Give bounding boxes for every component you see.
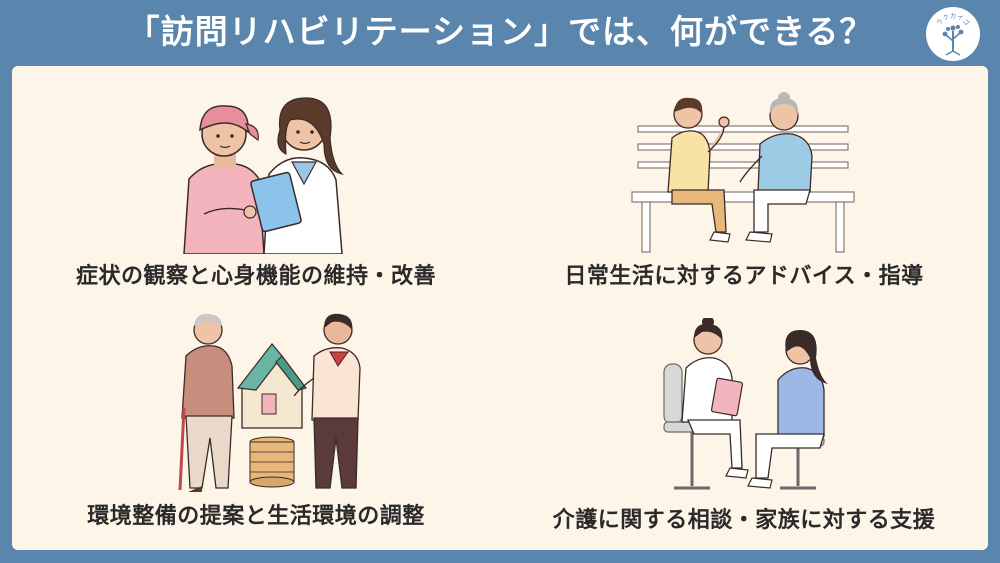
content-panel: 症状の観察と心身機能の維持・改善 xyxy=(12,66,988,550)
item-caption: 介護に関する相談・家族に対する支援 xyxy=(552,508,936,533)
item-caption: 症状の観察と心身機能の維持・改善 xyxy=(75,264,436,289)
family-counseling-illustration xyxy=(663,318,828,490)
page-title: 「訪問リハビリテーション」では、何ができる？ xyxy=(126,12,874,51)
item-card-daily-advice: 日常生活に対するアドバイス・指導 xyxy=(500,66,988,308)
item-caption: 環境整備の提案と生活環境の調整 xyxy=(87,504,425,529)
bench-conversation-illustration xyxy=(631,92,855,253)
item-card-observation: 症状の観察と心身機能の維持・改善 xyxy=(12,66,500,308)
header-bar: 「訪問リハビリテーション」では、何ができる？ ラクカイゴ xyxy=(0,0,1000,66)
logo-arc-text: ラクカイゴ xyxy=(935,12,972,28)
item-card-environment: 環境整備の提案と生活環境の調整 xyxy=(12,308,500,550)
svg-text:ラクカイゴ: ラクカイゴ xyxy=(935,12,972,28)
item-caption: 日常生活に対するアドバイス・指導 xyxy=(564,264,924,289)
tree-people-logo-icon: ラクカイゴ xyxy=(926,7,980,61)
patient-consultation-illustration xyxy=(183,97,344,254)
home-adjustment-illustration xyxy=(178,313,361,492)
item-card-family-support: 介護に関する相談・家族に対する支援 xyxy=(500,308,988,550)
